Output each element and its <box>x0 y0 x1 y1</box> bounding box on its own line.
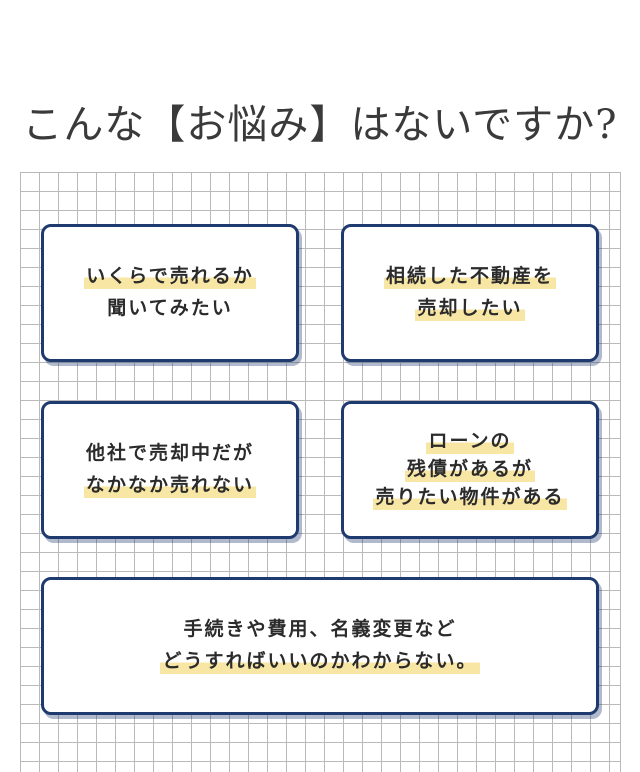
card-line: なかなか売れない <box>83 474 256 498</box>
concern-card-price-inquiry: いくらで売れるか 聞いてみたい <box>41 224 299 362</box>
card-line: 聞いてみたい <box>107 297 233 319</box>
card-line: 他社で売却中だが <box>85 442 254 465</box>
concern-card-inheritance: 相続した不動産を 売却したい <box>341 224 599 362</box>
card-line: ローンの <box>426 430 514 455</box>
card-line: 手続きや費用、名義変更など <box>183 618 457 641</box>
concern-card-not-selling: 他社で売却中だが なかなか売れない <box>41 401 299 539</box>
card-line: どうすればいいのかわからない。 <box>160 650 480 674</box>
concern-card-loan-balance: ローンの 残債があるが 売りたい物件がある <box>341 401 599 539</box>
card-line: 売却したい <box>415 297 525 321</box>
card-line: 残債があるが <box>404 458 535 482</box>
concern-card-procedures: 手続きや費用、名義変更など どうすればいいのかわからない。 <box>41 577 599 715</box>
card-line: いくらで売れるか <box>84 265 256 289</box>
page-title: こんな【お悩み】はないですか? <box>22 102 618 148</box>
card-line: 相続した不動産を <box>383 265 556 289</box>
card-line: 売りたい物件がある <box>373 485 567 510</box>
